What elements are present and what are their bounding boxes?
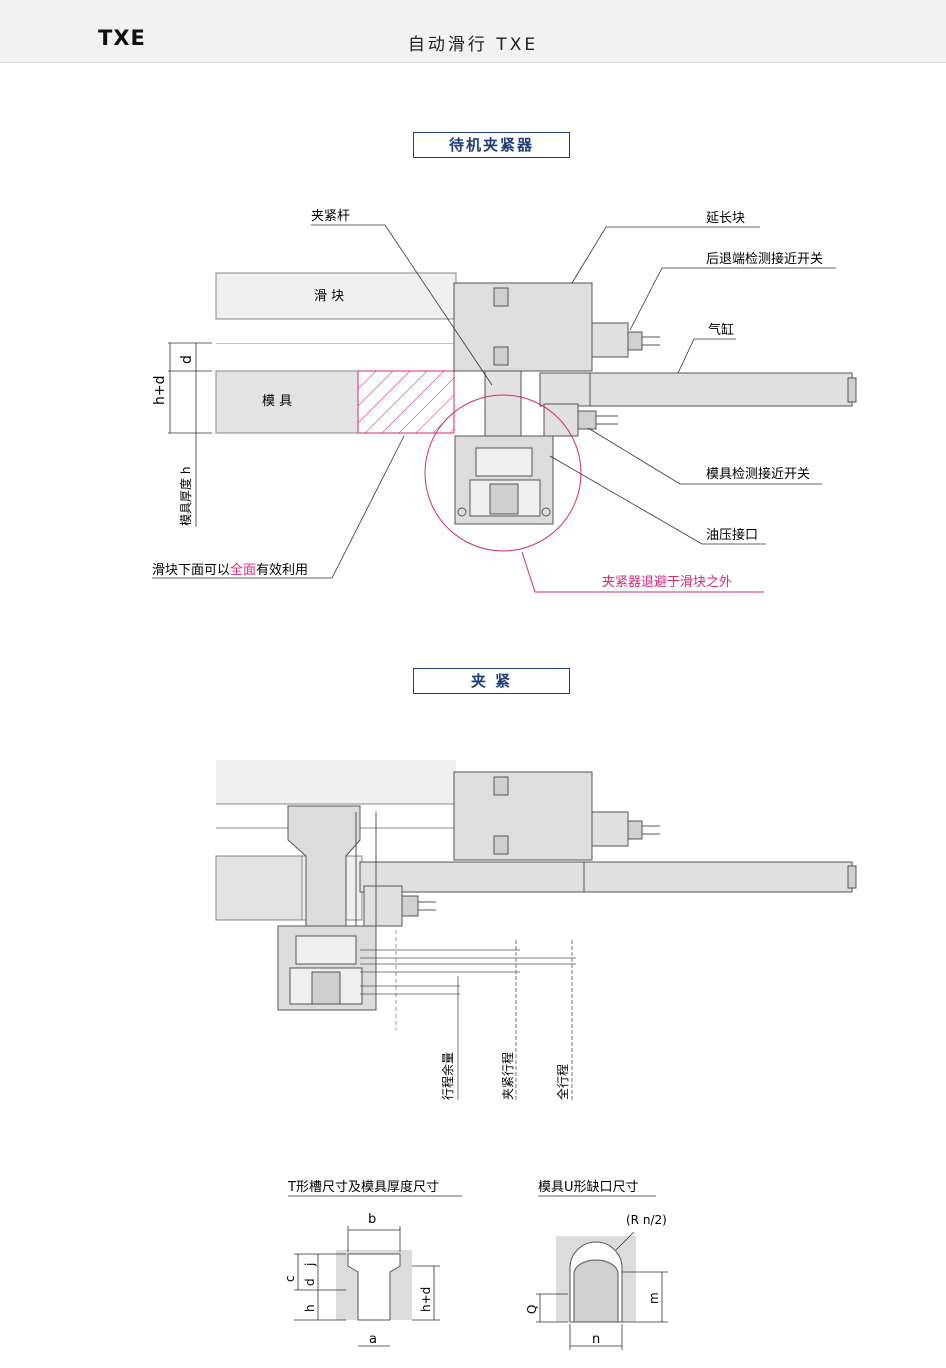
label-clamp-stroke: 夹紧行程 <box>500 1052 515 1100</box>
dim-n: n <box>592 1332 600 1347</box>
label-slider: 滑 块 <box>314 289 344 304</box>
label-d: d <box>179 355 195 364</box>
label-hd: h+d <box>152 376 168 406</box>
label-clamp-rod: 夹紧杆 <box>311 209 350 224</box>
label-full-stroke: 全行程 <box>555 1064 570 1100</box>
dim-j: j <box>303 1263 317 1267</box>
dim-m: m <box>647 1292 661 1304</box>
section-title-standby: 待机夹紧器 <box>413 132 570 158</box>
slider-block <box>215 272 457 320</box>
mold-hatched-area <box>357 370 455 434</box>
mold-block <box>215 370 359 434</box>
dim-d: d <box>303 1278 317 1286</box>
label-retreat-note: 夹紧器退避于滑块之外 <box>602 575 732 590</box>
label-rear-sensor: 后退端检测接近开关 <box>706 251 823 267</box>
label-extension-block: 延长块 <box>706 211 745 226</box>
page-header: TXE 自动滑行 TXE <box>0 0 946 63</box>
ushape-sketch <box>536 1231 668 1350</box>
dim-h: h <box>303 1304 317 1312</box>
dim-hd: h+d <box>419 1287 433 1312</box>
dim-c: c <box>283 1275 297 1282</box>
standby-diagram <box>152 224 857 593</box>
cylinder <box>539 372 853 407</box>
label-mold-sensor: 模具检测接近开关 <box>706 466 810 482</box>
label-stroke-margin: 行程余量 <box>440 1052 455 1100</box>
dim-a: a <box>369 1332 377 1347</box>
extension-block <box>453 282 593 372</box>
label-ushape-title: 模具U形缺口尺寸 <box>538 1180 639 1195</box>
clamp-highlight-circle <box>424 394 582 552</box>
label-mold: 模 具 <box>262 394 292 409</box>
dim-b: b <box>368 1212 376 1227</box>
section-title-clamp: 夹 紧 <box>413 668 570 694</box>
label-bottom-note: 滑块下面可以全面有效利用 <box>152 562 308 578</box>
label-tslot-title: T形槽尺寸及模具厚度尺寸 <box>287 1179 439 1195</box>
tslot-sketch <box>294 1226 440 1347</box>
page-title: 自动滑行 TXE <box>407 35 539 55</box>
dim-q: Q <box>525 1305 539 1314</box>
label-mold-thickness: 模具厚度 h <box>178 467 193 526</box>
label-hydraulic-port: 油压接口 <box>706 527 758 543</box>
dim-rn2: (R n/2) <box>626 1213 667 1227</box>
brand-label: TXE <box>98 26 146 50</box>
clamp-diagram <box>215 760 857 1100</box>
label-cylinder: 气缸 <box>708 322 734 338</box>
